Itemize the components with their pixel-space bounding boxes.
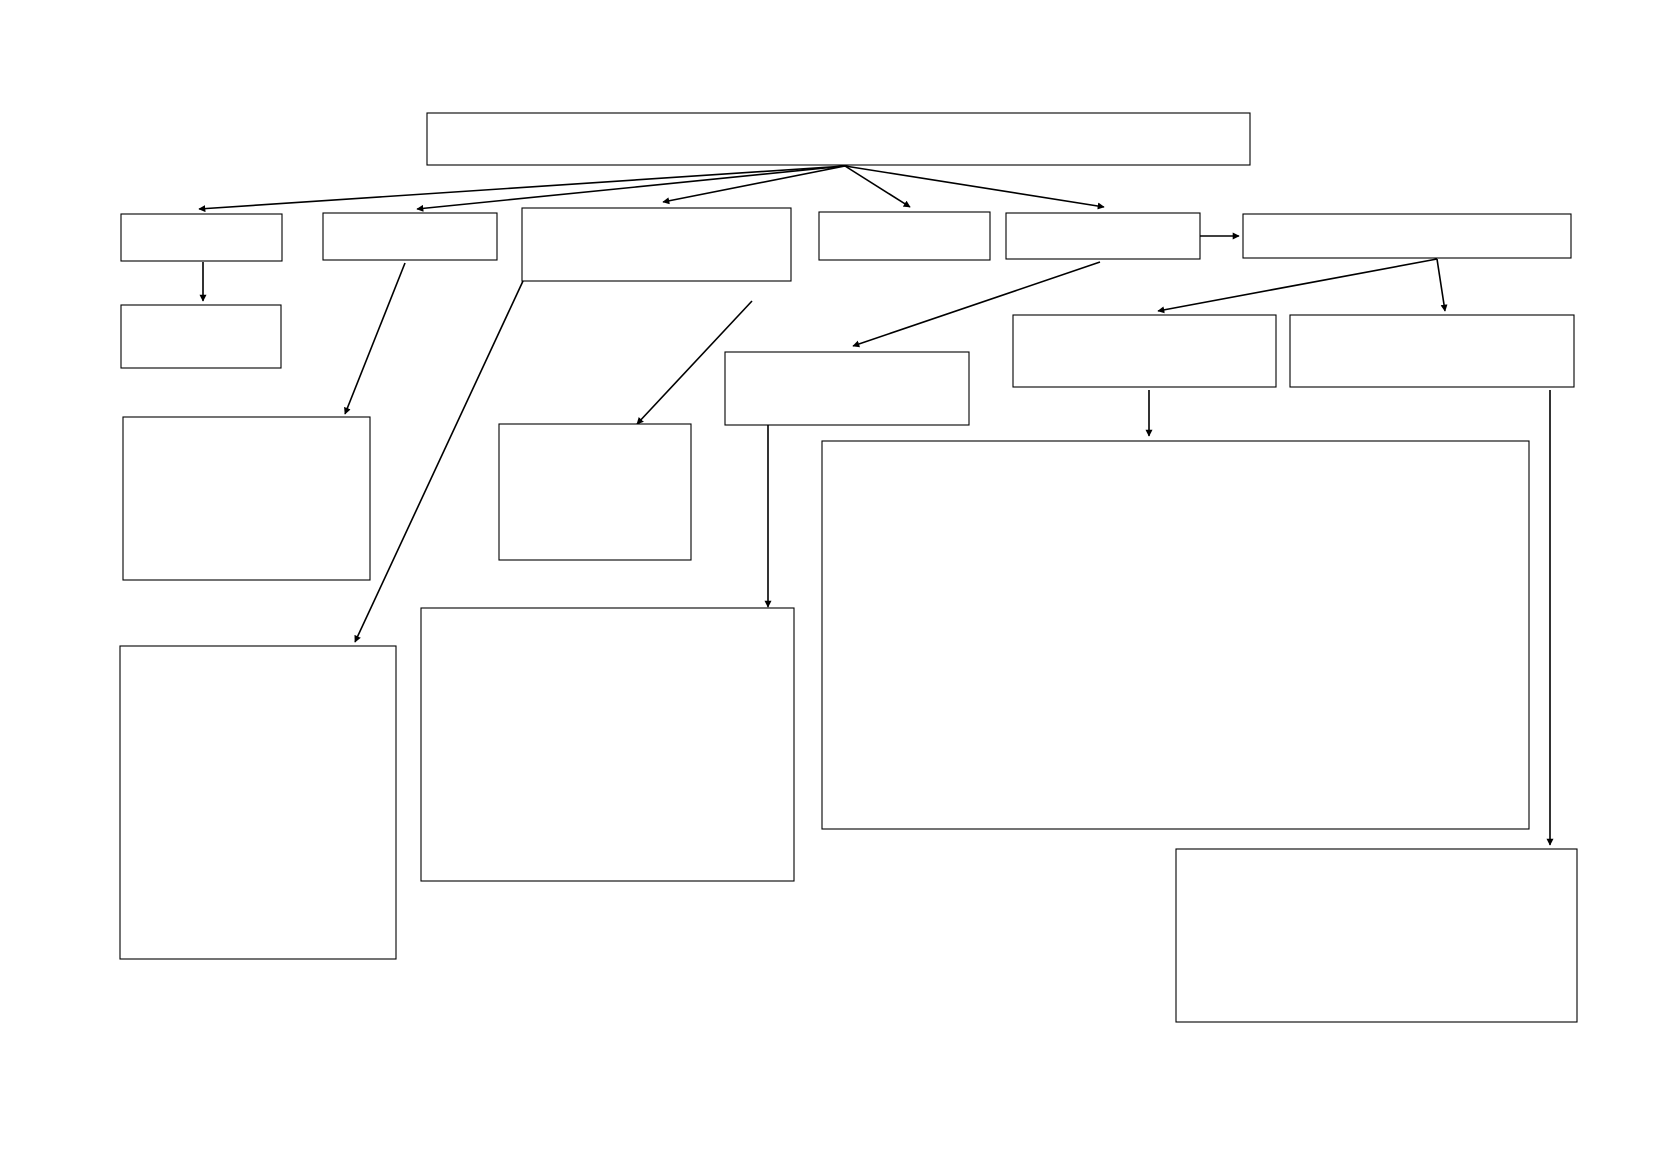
node-box-n6d: [1175, 848, 1578, 1023]
node-box-n2: [322, 212, 498, 261]
node-box-n6b: [1289, 314, 1575, 388]
node-box-n5b: [420, 607, 795, 882]
edge-n6-to-n6b: [1436, 258, 1448, 312]
edge-root-to-n3: [662, 165, 846, 205]
edge-n3-to-n3a: [636, 300, 753, 425]
node-box-n6c: [821, 440, 1530, 830]
node-n1a: [120, 304, 282, 369]
node-box-n2a: [122, 416, 371, 581]
node-n5: [1005, 212, 1201, 260]
node-n2a: [122, 416, 371, 581]
node-box-n5a: [724, 351, 970, 426]
edge-n3-to-n3b: [354, 280, 524, 643]
edge-root-to-n4: [844, 165, 911, 208]
edge-root-to-n1: [198, 165, 846, 213]
node-n6: [1242, 213, 1572, 259]
edges: [198, 165, 1554, 846]
node-n2: [322, 212, 498, 261]
node-n5a: [724, 351, 970, 426]
node-box-n5: [1005, 212, 1201, 260]
node-box-n1a: [120, 304, 282, 369]
node-n4: [818, 211, 991, 261]
node-n1: [120, 213, 283, 262]
node-root: [426, 112, 1251, 166]
node-n3a: [498, 423, 692, 561]
node-n3b: [119, 645, 397, 960]
edge-n2-to-n2a: [344, 262, 406, 415]
node-n3: [521, 207, 792, 282]
nodes: [119, 112, 1578, 1023]
node-box-n4: [818, 211, 991, 261]
node-n6a: [1012, 314, 1277, 388]
edge-n6-to-n6a: [1157, 258, 1438, 314]
node-box-n3: [521, 207, 792, 282]
node-box-root: [426, 112, 1251, 166]
edge-root-to-n2: [416, 165, 846, 212]
node-box-n6a: [1012, 314, 1277, 388]
edge-root-to-n5: [844, 165, 1105, 210]
node-box-n3b: [119, 645, 397, 960]
node-n5b: [420, 607, 795, 882]
node-box-n1: [120, 213, 283, 262]
node-box-n3a: [498, 423, 692, 561]
node-n6c: [821, 440, 1530, 830]
node-n6d: [1175, 848, 1578, 1023]
node-box-n6: [1242, 213, 1572, 259]
node-n6b: [1289, 314, 1575, 388]
edge-n5-to-n5a: [852, 261, 1101, 348]
